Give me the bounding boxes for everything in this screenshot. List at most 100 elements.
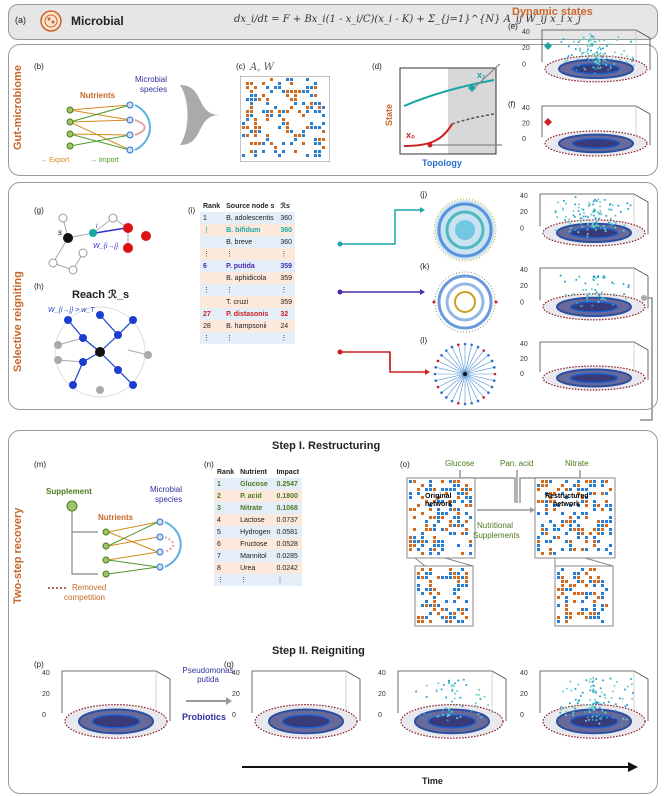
table-header-row: Rank Source node s ℛs (200, 200, 296, 212)
star-edge (464, 344, 472, 375)
matrix-cell (294, 90, 297, 93)
state-point (446, 719, 449, 722)
panel-label-d: (d) (372, 62, 382, 71)
matrix-cell (457, 496, 460, 499)
matrix-cell (433, 536, 436, 539)
matrix-cell (421, 532, 424, 535)
panel-l-network (433, 342, 497, 406)
state-point (588, 203, 591, 206)
matrix-cell (270, 78, 273, 81)
matrix-cell (318, 102, 321, 105)
state-point (599, 205, 602, 208)
matrix-cell (421, 512, 424, 515)
matrix-cell (549, 500, 552, 503)
node-i-label: i (96, 223, 98, 230)
state-point (577, 58, 580, 61)
table-cell: 7 (214, 550, 238, 562)
matrix-cell (565, 496, 568, 499)
state-point (577, 231, 580, 234)
matrix-cell (589, 580, 592, 583)
matrix-cell (569, 516, 572, 519)
matrix-cell (581, 500, 584, 503)
matrix-cell (445, 608, 448, 611)
state-point (592, 679, 595, 682)
state-point (601, 709, 604, 712)
matrix-cell (569, 520, 572, 523)
matrix-cell (601, 596, 604, 599)
matrix-cell (258, 126, 261, 129)
matrix-cell (286, 122, 289, 125)
matrix-cell (581, 512, 584, 515)
state-point (566, 59, 569, 62)
state-point (589, 699, 592, 702)
state-point (631, 56, 634, 59)
matrix-cell (469, 516, 472, 519)
state-point (632, 64, 635, 67)
matrix-cell (421, 484, 424, 487)
matrix-cell (581, 580, 584, 583)
matrix-cell (294, 94, 297, 97)
matrix-cell (553, 492, 556, 495)
state-point (613, 684, 616, 687)
matrix-cell (278, 126, 281, 129)
state-point (631, 697, 634, 700)
panacid-label: Pan. acid (500, 459, 533, 468)
matrix-cell (441, 608, 444, 611)
table-connectors (337, 207, 425, 370)
table-cell: Hydrogen (237, 526, 274, 538)
matrix-cell (597, 580, 600, 583)
state-point (608, 208, 611, 211)
matrix-cell (557, 596, 560, 599)
state-point (589, 689, 592, 692)
matrix-cell (593, 504, 596, 507)
matrix-cell (453, 488, 456, 491)
state-point (598, 217, 601, 220)
state-point (595, 224, 598, 227)
state-point (588, 718, 591, 721)
state-point (574, 48, 577, 51)
state-point (593, 37, 596, 40)
panel-c-matrix (240, 76, 330, 162)
matrix-cell (266, 86, 269, 89)
core-disk (571, 138, 621, 149)
state-point (613, 293, 616, 296)
matrix-cell (254, 126, 257, 129)
matrix-cell (425, 576, 428, 579)
matrix-cell (549, 492, 552, 495)
matrix-cell (449, 524, 452, 527)
star-edge (464, 373, 484, 398)
matrix-cell (577, 488, 580, 491)
matrix-cell (429, 480, 432, 483)
state-point (582, 215, 585, 218)
matrix-cell (246, 134, 249, 137)
matrix-cell (549, 480, 552, 483)
matrix-cell (413, 536, 416, 539)
state-point (595, 715, 598, 718)
star-node (470, 343, 473, 347)
matrix-cell (597, 528, 600, 531)
state-point (593, 275, 596, 278)
matrix-cell (597, 596, 600, 599)
core-disk (569, 301, 619, 313)
state-point (582, 288, 585, 291)
matrix-cell (437, 508, 440, 511)
matrix-cell (465, 600, 468, 603)
state-point (567, 55, 570, 58)
matrix-cell (465, 496, 468, 499)
competition-label: competition (64, 593, 105, 602)
matrix-cell (254, 94, 257, 97)
state-point (564, 713, 567, 716)
matrix-cell (409, 508, 412, 511)
matrix-cell (266, 134, 269, 137)
state-point (451, 700, 454, 703)
table-cell: 359 (277, 260, 296, 272)
state-point (554, 211, 557, 214)
state-point (574, 688, 577, 691)
matrix-cell (585, 500, 588, 503)
matrix-cell (314, 138, 317, 141)
matrix-cell (294, 150, 297, 153)
original-label-1: Original (425, 493, 452, 500)
state-point (601, 53, 604, 56)
matrix-cell (290, 142, 293, 145)
